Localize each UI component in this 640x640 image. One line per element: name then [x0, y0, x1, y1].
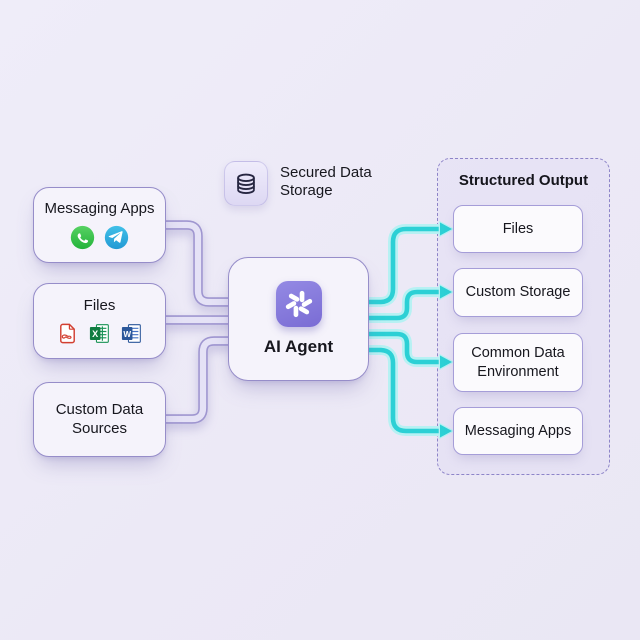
source-box-files: Files X W — [33, 283, 166, 359]
word-icon: W — [121, 324, 141, 344]
input-tubes — [160, 220, 234, 424]
connector-messaging-to-agent — [160, 220, 234, 307]
source-label: Messaging Apps — [44, 199, 155, 217]
output-box-common-data-environment: Common Data Environment — [453, 333, 583, 392]
legend-label: Secured Data Storage — [280, 164, 372, 200]
messaging-icons — [70, 225, 129, 250]
arrow-agent-to-messaging — [361, 345, 454, 439]
connector-custom-to-agent — [160, 336, 234, 424]
source-label: Files — [83, 296, 116, 314]
arrowhead — [438, 423, 454, 439]
arrow-agent-to-custom-storage — [361, 284, 454, 323]
source-label: Custom Data Sources — [55, 400, 144, 437]
arrow-agent-to-files — [361, 221, 454, 307]
openai-icon — [275, 280, 322, 327]
openai-logo-blades — [285, 290, 312, 317]
telegram-icon — [104, 226, 129, 250]
source-box-custom-data-sources: Custom Data Sources — [33, 382, 166, 457]
file-icons: X W — [56, 322, 143, 345]
source-box-messaging-apps: Messaging Apps — [33, 187, 166, 263]
structured-output-title: Structured Output — [458, 172, 589, 189]
output-label: Messaging Apps — [464, 422, 572, 439]
arrow-agent-to-cde — [361, 329, 454, 370]
secured-data-storage-legend: Secured Data Storage — [224, 161, 384, 206]
output-box-custom-storage: Custom Storage — [453, 268, 583, 317]
arrowhead — [438, 221, 454, 237]
arrowhead — [438, 284, 454, 300]
database-icon — [224, 161, 268, 206]
arrowhead — [438, 354, 454, 370]
output-label: Common Data Environment — [471, 345, 565, 380]
output-box-messaging-apps: Messaging Apps — [453, 407, 583, 455]
svg-text:W: W — [123, 330, 131, 339]
output-label: Files — [502, 220, 534, 237]
ai-agent-box: AI Agent — [228, 257, 369, 381]
output-label: Custom Storage — [465, 284, 571, 301]
excel-icon: X — [89, 324, 109, 344]
output-box-files: Files — [453, 205, 583, 253]
pdf-icon — [60, 324, 75, 344]
agent-label: AI Agent — [263, 336, 334, 356]
whatsapp-icon — [70, 226, 95, 250]
output-arrows — [361, 221, 454, 439]
svg-text:X: X — [92, 329, 98, 339]
